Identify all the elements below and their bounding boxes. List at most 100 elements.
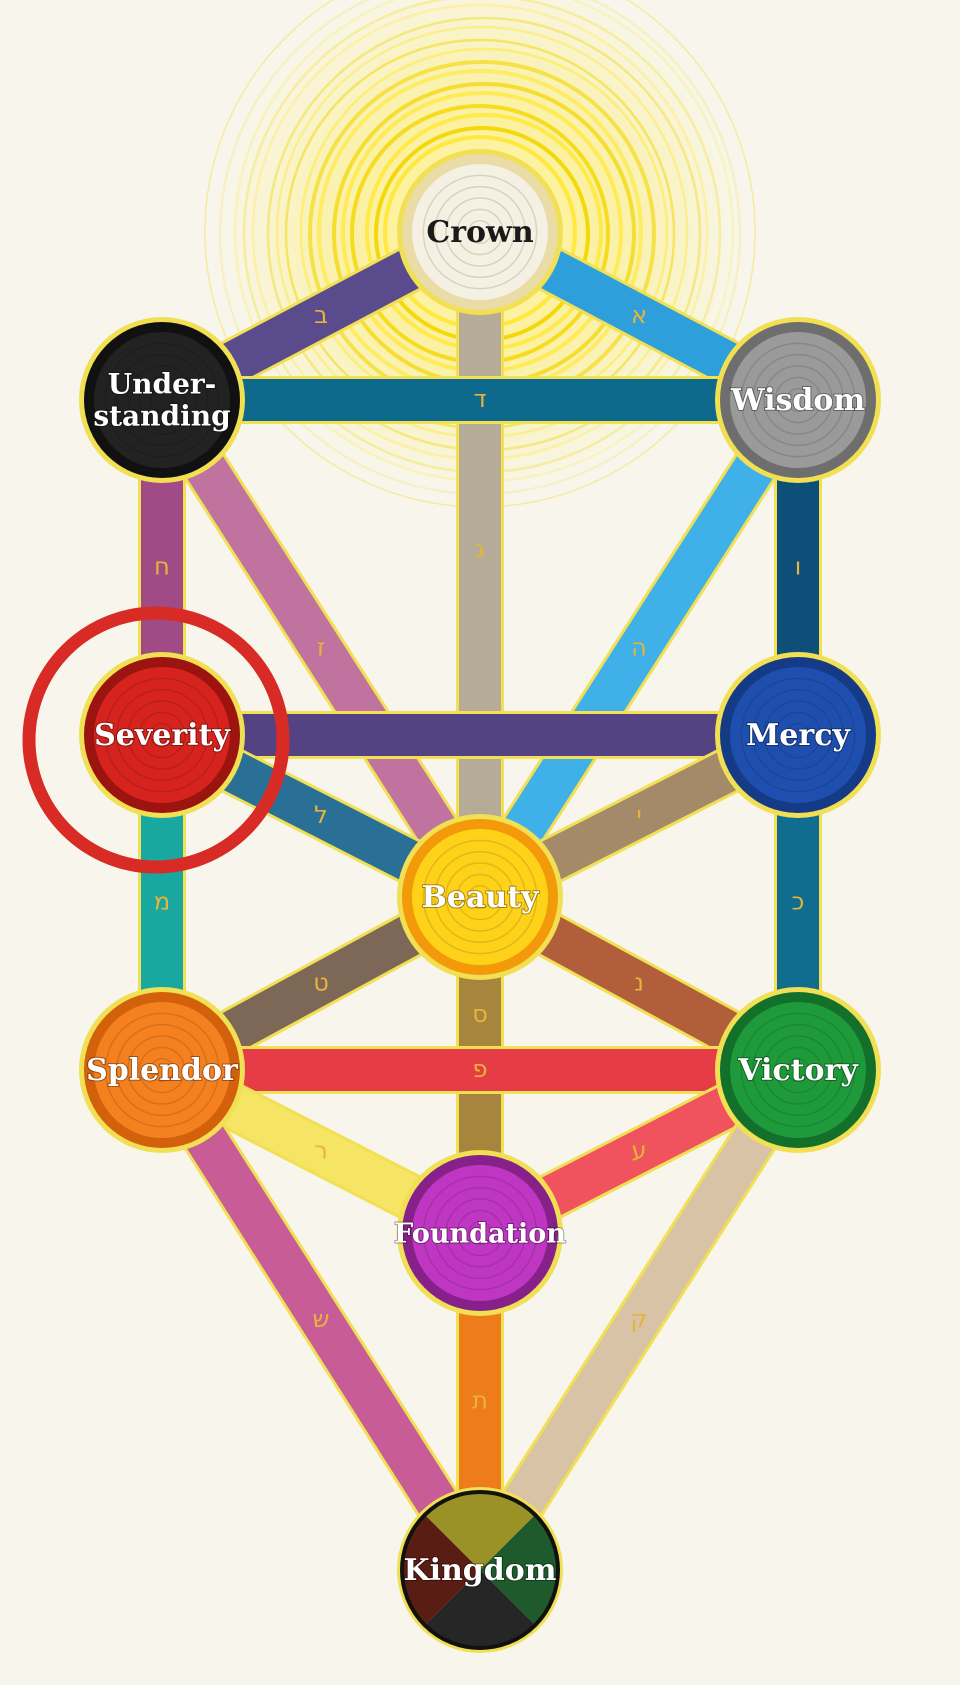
sephirah-ring	[763, 365, 833, 435]
sephirah-ring	[785, 1057, 811, 1083]
sephirah-ring	[138, 711, 186, 759]
sephirah-ring	[422, 174, 538, 290]
sephirah-victory: Victory	[715, 987, 881, 1153]
sephirah-ring	[785, 722, 811, 748]
path-letter-victory-kingdom: ק	[630, 1305, 647, 1333]
sephirah-severity: Severity	[79, 652, 245, 818]
kingdom-quadrant	[480, 1514, 558, 1626]
sephirah-ring	[149, 722, 175, 748]
sephirah-ring	[751, 1023, 845, 1117]
sephirah-ring	[785, 387, 811, 413]
sephirah-label-mercy: Mercy	[746, 718, 851, 753]
sephirah-beauty: Beauty	[397, 814, 563, 980]
sephirah-ring	[127, 365, 197, 435]
sephirah-label-crown: Crown	[426, 215, 534, 250]
sephirah-label-wisdom: Wisdom	[730, 383, 865, 418]
path-letter-foundation-kingdom: ת	[472, 1387, 488, 1415]
sephirah-ring	[115, 353, 209, 447]
sephirah-ring	[422, 839, 538, 955]
path-letter-crown-understanding: ב	[314, 301, 328, 329]
path-letter-beauty-splendor: ט	[313, 969, 329, 997]
path-letter-crown-beauty: ג	[475, 535, 485, 563]
path-letter-understanding-wisdom: ד	[473, 385, 486, 413]
path-splendor-kingdom	[144, 1058, 498, 1582]
path-letter-severity-splendor: מ	[154, 888, 170, 916]
kingdom-quadrant	[424, 1570, 536, 1648]
path-victory-kingdom	[462, 1058, 816, 1582]
path-letter-mercy-victory: כ	[792, 888, 805, 916]
sephirah-splendor: Splendor	[79, 987, 245, 1153]
sephirah-ring	[740, 677, 856, 793]
highlight-layer	[22, 606, 290, 874]
sephirah-ring	[751, 688, 845, 782]
sephirah-wisdom: Wisdom	[715, 317, 881, 483]
sephirah-ring	[740, 342, 856, 458]
sephirah-crown: Crown	[397, 149, 563, 315]
sephirah-ring	[433, 185, 527, 279]
sephirah-ring	[433, 1186, 527, 1280]
sephirah-ring	[433, 850, 527, 944]
highlight-circle	[22, 606, 290, 874]
sephirah-ring	[445, 1198, 515, 1268]
sephirah-ring	[127, 1035, 197, 1105]
sephirah-ring	[115, 1023, 209, 1117]
sephirah-disc	[94, 1002, 230, 1138]
sephirah-foundation: Foundation	[393, 1150, 567, 1316]
sephirah-disc	[94, 667, 230, 803]
sephirah-label-understanding: standing	[93, 400, 230, 433]
sephirah-label-victory: Victory	[737, 1053, 859, 1088]
path-letter-wisdom-mercy: ו	[795, 553, 802, 581]
sephirah-mercy: Mercy	[715, 652, 881, 818]
sephirah-ring	[774, 376, 822, 424]
sephirah-label-foundation: Foundation	[394, 1219, 566, 1250]
sephirah-kingdom: Kingdom	[397, 1487, 563, 1653]
sephirah-ring	[138, 376, 186, 424]
sephirah-border	[400, 1490, 560, 1650]
sephirah-disc	[412, 1165, 548, 1301]
path-letter-severity-beauty: ל	[314, 801, 328, 829]
sephirah-disc	[412, 164, 548, 300]
sephirah-ring	[456, 208, 504, 256]
path-letter-understanding-severity: ח	[154, 553, 170, 581]
sephirah-ring	[467, 884, 493, 910]
path-letter-splendor-victory: פ	[473, 1055, 488, 1083]
sephirah-ring	[115, 688, 209, 782]
path-letter-beauty-victory: נ	[634, 969, 644, 997]
sephirah-understanding: Under-standing	[79, 317, 245, 483]
sephirah-disc	[730, 667, 866, 803]
path-letter-wisdom-beauty: ה	[631, 634, 647, 662]
sephirah-label-kingdom: Kingdom	[404, 1553, 557, 1588]
sephirah-ring	[445, 862, 515, 932]
sephirah-ring	[763, 1035, 833, 1105]
sephirah-ring	[467, 1220, 493, 1246]
sephirah-label-beauty: Beauty	[422, 880, 541, 915]
sephirah-ring	[104, 677, 220, 793]
path-letter-understanding-beauty: ז	[317, 634, 325, 662]
path-letter-beauty-foundation: ס	[472, 1000, 488, 1028]
sephirah-ring	[104, 1012, 220, 1128]
kingdom-quadrant	[402, 1514, 480, 1626]
sephirah-ring	[422, 1175, 538, 1291]
sephirah-ring	[456, 1209, 504, 1257]
sephirah-disc	[730, 1002, 866, 1138]
sephirah-ring	[149, 387, 175, 413]
path-understanding-beauty	[144, 388, 498, 909]
kingdom-quadrant	[424, 1492, 536, 1570]
path-letter-crown-wisdom: א	[631, 301, 647, 329]
sephirah-ring	[127, 700, 197, 770]
sephirah-ring	[149, 1057, 175, 1083]
path-letter-victory-foundation: ע	[631, 1137, 646, 1165]
path-wisdom-beauty	[462, 388, 816, 909]
path-letter-splendor-foundation: ר	[314, 1137, 328, 1165]
sephirah-disc	[412, 829, 548, 965]
sephirah-ring	[104, 342, 220, 458]
sephirah-label-splendor: Splendor	[86, 1053, 239, 1088]
sephirah-ring	[467, 219, 493, 245]
sephirah-label-severity: Severity	[94, 718, 231, 753]
sephirah-ring	[751, 353, 845, 447]
sephirah-disc	[730, 332, 866, 468]
